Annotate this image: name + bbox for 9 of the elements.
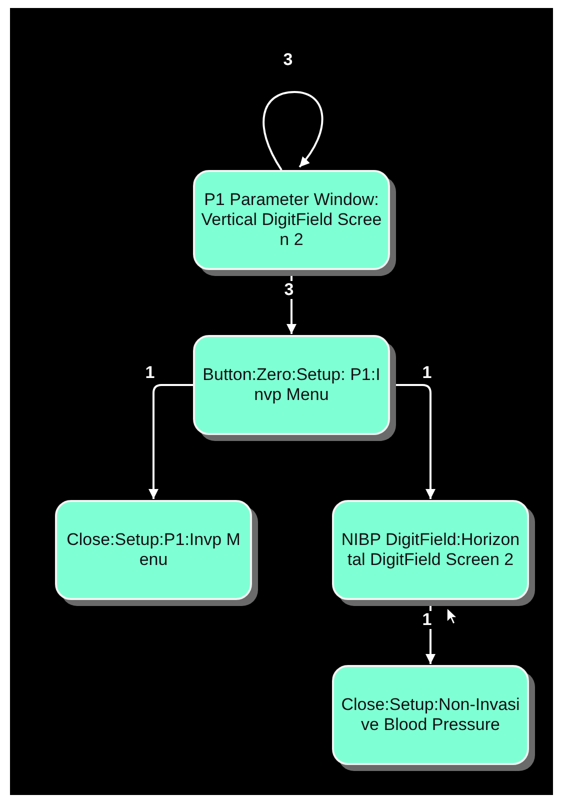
state-label: Close:Setup:P1:Invp Menu (66, 530, 242, 570)
state-label: NIBP DigitField:Horizontal DigitField Screen 2 (340, 530, 521, 570)
state-label: Close:Setup:Non-Invasive Blood Pressure (340, 695, 521, 735)
arrow (262, 91, 324, 171)
edge-label: 1 (421, 611, 433, 629)
edge-label: 3 (283, 281, 295, 299)
state-label: Button:Zero:Setup: P1:Invp Menu (202, 365, 382, 405)
state-label: P1 Parameter Window:Vertical DigitField Screen 2 (201, 190, 382, 250)
arrow (148, 384, 193, 499)
